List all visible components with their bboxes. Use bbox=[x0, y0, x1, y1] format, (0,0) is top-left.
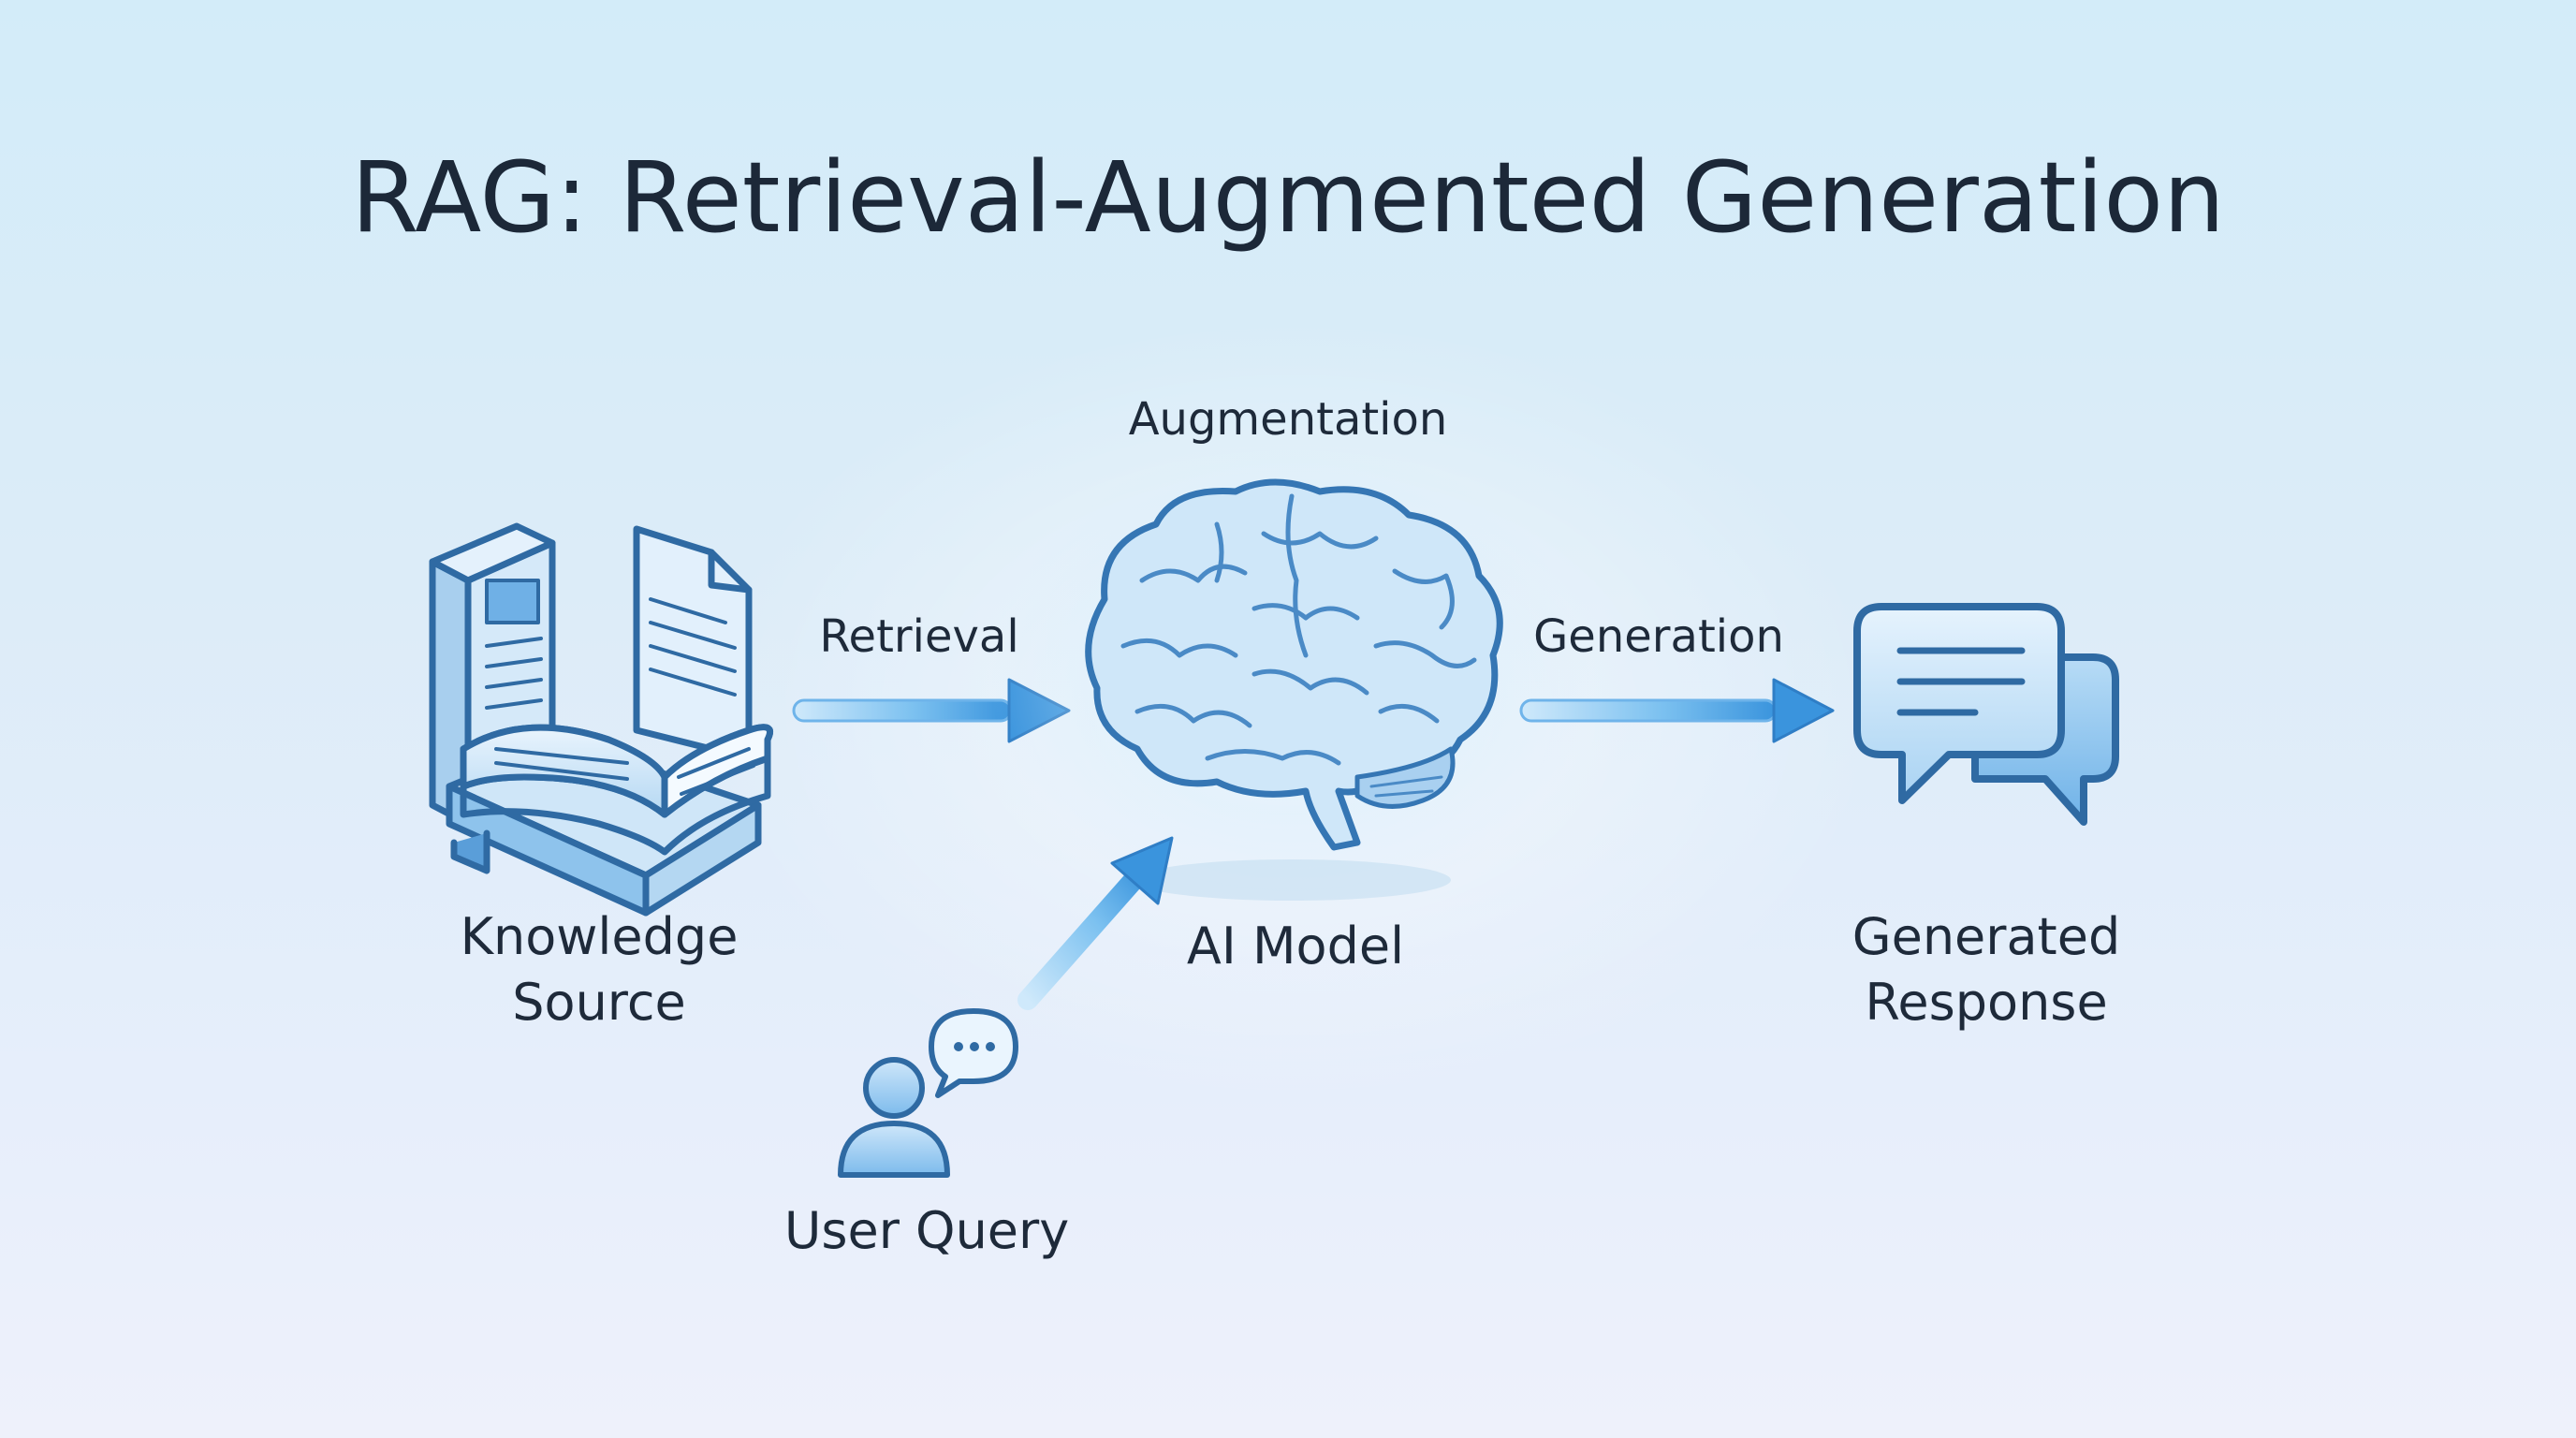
books-icon bbox=[429, 522, 773, 917]
augmentation-label: Augmentation bbox=[1128, 393, 1448, 446]
generated-response-label: Generated Response bbox=[1799, 904, 2174, 1035]
generation-label: Generation bbox=[1533, 610, 1784, 663]
generation-arrow bbox=[1519, 678, 1835, 743]
query-arrow bbox=[1017, 836, 1174, 1010]
user-speech-icon bbox=[838, 1008, 1018, 1178]
knowledge-source-label: Knowledge Source bbox=[412, 904, 786, 1035]
diagram-title: RAG: Retrieval-Augmented Generation bbox=[351, 140, 2225, 255]
retrieval-label: Retrieval bbox=[819, 610, 1019, 663]
generated-response-line2: Response bbox=[1865, 973, 2108, 1032]
user-query-label: User Query bbox=[783, 1201, 1070, 1260]
generated-response-line1: Generated bbox=[1852, 907, 2121, 966]
knowledge-source-line2: Source bbox=[512, 973, 686, 1032]
chat-bubbles-icon bbox=[1853, 603, 2119, 826]
brain-icon bbox=[1085, 478, 1503, 851]
knowledge-source-line1: Knowledge bbox=[460, 907, 739, 966]
ai-model-label: AI Model bbox=[1186, 917, 1405, 976]
